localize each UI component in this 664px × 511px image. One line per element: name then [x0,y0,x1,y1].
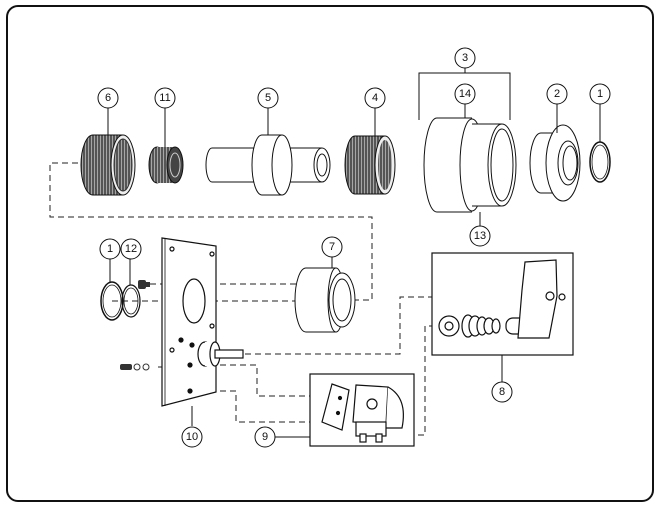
callout-2-label: 2 [554,88,560,100]
callout-6[interactable]: 6 [97,87,119,109]
part-3-assembly[interactable] [418,72,517,213]
callout-13[interactable]: 13 [469,225,491,247]
part-6-large-spring[interactable] [80,134,136,196]
callout-9-label: 9 [262,431,268,443]
part-7-bearing-housing[interactable] [294,267,356,333]
callout-1-upper[interactable]: 1 [589,83,611,105]
callout-2[interactable]: 2 [546,83,568,105]
callout-9[interactable]: 9 [254,426,276,448]
callout-1-lower-label: 1 [107,243,113,255]
callout-10-label: 10 [186,431,198,443]
connector-line-plate-to-9a [190,364,333,397]
part-10-mounting-plate[interactable] [161,237,244,407]
callout-14[interactable]: 14 [454,83,476,105]
callout-4[interactable]: 4 [364,87,386,109]
callout-14-label: 14 [459,88,471,100]
callout-11[interactable]: 11 [154,87,176,109]
part-1-retaining-ring-upper[interactable] [589,141,611,183]
callout-5[interactable]: 5 [257,87,279,109]
callout-11-label: 11 [159,92,170,104]
part-12-washer[interactable] [121,284,141,318]
callout-3-label: 3 [462,52,468,64]
part-11-small-spring[interactable] [148,146,184,184]
callout-12-label: 12 [125,243,137,255]
part-13-inner-ring[interactable] [487,123,517,207]
part-1-retaining-ring-lower[interactable] [100,281,124,321]
callout-7-label: 7 [329,241,335,253]
callout-1-upper-label: 1 [597,88,603,100]
callout-13-label: 13 [474,230,486,242]
callout-1-lower[interactable]: 1 [99,238,121,260]
callout-4-label: 4 [372,92,378,104]
screw-upper[interactable] [138,280,150,289]
leader-lines [107,68,601,438]
part-5-shaft-hub[interactable] [205,134,331,196]
callout-7[interactable]: 7 [321,236,343,258]
callout-6-label: 6 [105,92,111,104]
callout-5-label: 5 [265,92,271,104]
callout-3[interactable]: 3 [454,47,476,69]
callout-12[interactable]: 12 [120,238,142,260]
part-2-end-cap[interactable] [529,124,581,202]
callout-8-label: 8 [499,386,505,398]
part-9-switch-bracket[interactable] [309,373,415,447]
callout-8[interactable]: 8 [491,381,513,403]
callouts: 6 11 5 4 3 14 13 2 1 1 12 7 8 9 10 [97,47,611,448]
part-4-outer-spring[interactable] [344,135,396,195]
callout-10[interactable]: 10 [181,426,203,448]
connector-line-6-to-7 [49,162,373,301]
screw-lower[interactable] [120,363,150,371]
part-8-latch-kit[interactable] [431,252,574,356]
